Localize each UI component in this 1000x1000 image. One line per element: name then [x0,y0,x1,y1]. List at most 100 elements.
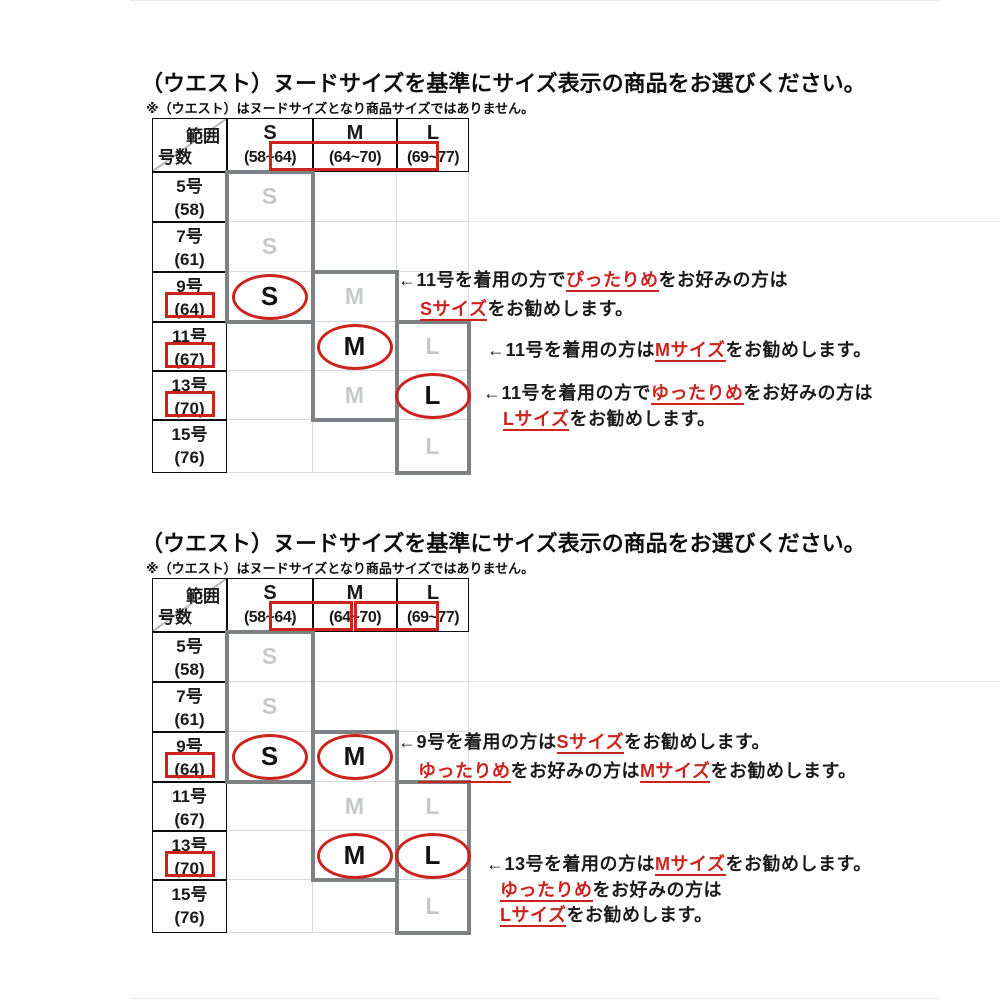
waist-highlight-box [165,851,215,877]
row-label-cell: 13号 (70) [152,371,227,420]
row-label-cell: 7号(61) [152,682,227,732]
row-waist-value: (58) [174,660,205,679]
annotation-text: をお勧めします。 [623,732,771,752]
corner-label-range: 範囲 [186,127,220,146]
row-size-number: 13号 [171,836,208,855]
annotation-text: 9号を着用の方は [416,732,557,752]
size-cell [397,172,469,222]
waist-highlight-box [165,342,215,368]
size-cell [313,172,397,222]
annotation-text: をお勧めします。 [725,854,872,874]
annotation-text: 11号を着用の方は [505,340,656,360]
annotation-text: をお勧めします。 [725,340,872,360]
row-size-number: 5号 [176,177,203,196]
size-guide-section-1: （ウエスト）ヌードサイズを基準にサイズ表示の商品をお選びください。 ※（ウエスト… [141,71,1000,475]
extended-gridline [469,681,1000,682]
annotation-red-text: Lサイズ [503,409,570,431]
row-label-cell: 5号 (58) [152,632,227,682]
annotation-text: をお好みの方は [743,383,874,403]
row-size-number: 9号 [176,737,203,756]
row-label-cell: 11号(67) [152,322,227,371]
size-letter: S [261,183,278,209]
size-cell [313,632,397,682]
annotation-text: をお勧めします。 [566,905,713,925]
size-letter: L [425,892,440,919]
row-waist-value: (64) [174,300,205,319]
annotation-line: ←11号を着用の方はMサイズをお勧めします。 [487,336,872,362]
row-size-number: 7号 [176,687,203,706]
left-arrow-icon: ← [398,732,417,752]
circle-annotation [395,832,471,879]
waist-highlight-box [165,292,215,318]
row-label-cell: 15号(76) [152,880,227,933]
row-size-number: 5号 [176,637,203,656]
annotation-line: Lサイズをお勧めします。 [503,405,716,431]
annotation-red-text: Mサイズ [655,854,726,876]
corner-cell: 範囲号数 [152,578,227,632]
row-size-number: 13号 [171,376,208,395]
annotation-text: をお勧めします。 [710,761,857,781]
annotation-text: をお勧めします。 [569,409,716,429]
extended-gridline [469,221,1000,222]
size-cell [397,632,469,682]
annotation-text: 11号を着用の方で [501,383,652,403]
section-title: （ウエスト）ヌードサイズを基準にサイズ表示の商品をお選びください。 [141,71,866,96]
size-cell [227,880,313,933]
size-letter: S [261,643,278,669]
left-arrow-icon: ← [398,270,417,290]
annotation-line: Lサイズをお勧めします。 [500,901,713,927]
row-waist-value: (76) [174,448,205,467]
row-label-cell: 5号(58) [152,172,227,222]
header-size-label: L [426,122,440,144]
header-size-range: (69~77) [406,609,460,626]
annotation-line: Sサイズをお勧めします。 [420,295,634,321]
annotation-text: をお好みの方は [592,880,722,900]
header-size-label: M [346,122,364,144]
corner-label-size-number: 号数 [158,608,192,627]
header-cell-l: L (69~77) [397,578,469,632]
row-label-cell: 11号(67) [152,782,227,831]
corner-label-size-number: 号数 [158,148,192,167]
size-letter: S [261,693,278,719]
section-note: ※（ウエスト）はヌードサイズとなり商品サイズではありません。 [146,561,535,576]
size-cell [227,831,313,880]
section-note: ※（ウエスト）はヌードサイズとなり商品サイズではありません。 [146,101,535,116]
annotation-text: をお勧めします。 [487,299,634,319]
size-cell [313,880,397,933]
page-bottom-border [130,998,940,999]
recommend-range-box-s [225,630,315,784]
row-label-cell: 7号 (61) [152,222,227,272]
annotation-text: をお好みの方は [658,270,789,290]
header-size-label: L [426,582,440,604]
size-letter: M [344,283,365,309]
circle-annotation [317,832,393,879]
row-waist-value: (70) [174,399,205,418]
size-cell [313,222,397,272]
annotation-red-text: Lサイズ [500,905,567,927]
circle-annotation [317,323,393,370]
header-range-highlight-box [269,141,439,171]
row-size-number: 11号 [172,787,207,806]
size-cell [227,322,313,371]
row-size-number: 9号 [176,277,203,296]
recommend-range-box-s [225,170,315,324]
size-letter: M [344,792,365,819]
header-range-highlight-box [269,601,353,631]
header-size-range: (69~77) [406,149,460,166]
row-size-number: 7号 [176,227,203,246]
annotation-line: ←11号を着用の方でゆったりめをお好みの方は [483,379,873,405]
annotation-red-text: Mサイズ [640,761,711,783]
size-letter: L [425,432,440,459]
annotation-red-text: Sサイズ [420,299,488,321]
row-waist-value: (61) [174,250,205,269]
annotation-line: ←9号を着用の方はSサイズをお勧めします。 [398,728,770,754]
header-range-highlight-box [354,601,439,631]
annotation-red-text: Mサイズ [655,340,726,362]
row-label-cell: 9号 (64) [152,272,227,322]
row-size-number: 15号 [171,425,208,444]
left-arrow-icon: ← [487,340,506,360]
row-size-number: 15号 [171,885,208,904]
header-cell-l: L (69~77) [397,118,469,172]
circle-annotation [317,734,393,780]
size-cell [397,682,469,732]
